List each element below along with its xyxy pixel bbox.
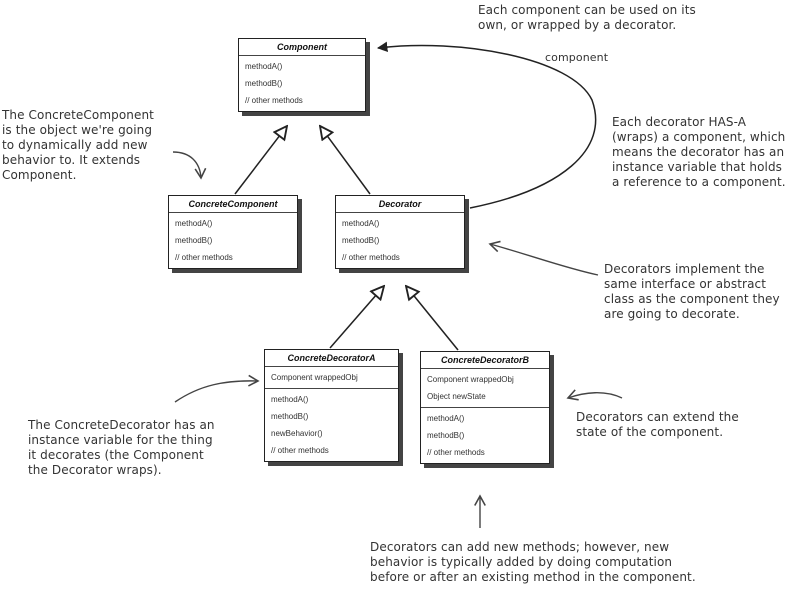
note-concretedecorator: The ConcreteDecorator has an instance va… [28, 418, 215, 477]
class-member: newBehavior() [271, 429, 323, 438]
class-section: methodA() methodB() // other methods [336, 213, 464, 268]
note-top-label: component [545, 51, 609, 64]
class-member: methodB() [175, 236, 213, 245]
inheritance-line-decorator [320, 126, 371, 195]
class-member: Component wrappedObj [427, 375, 514, 384]
class-member: // other methods [245, 96, 303, 105]
note-implement: Decorators implement the same interface … [604, 262, 780, 321]
class-concretedecoratora: ConcreteDecoratorA Component wrappedObj me… [264, 349, 399, 462]
class-component: Component methodA() methodB() // other meth… [238, 38, 366, 112]
note-extend-state: Decorators can extend the state of the c… [576, 410, 739, 439]
class-member: methodB() [245, 79, 283, 88]
class-member: methodB() [271, 412, 309, 421]
class-member: methodA() [175, 219, 213, 228]
note-pointer-implement [488, 240, 599, 276]
class-section: methodA() methodB() // other methods [169, 213, 297, 268]
class-name: Component [239, 39, 365, 56]
note-has-a: Each decorator HAS-A (wraps) a component… [612, 115, 786, 189]
class-member: // other methods [427, 448, 485, 457]
class-name: ConcreteDecoratorA [265, 350, 398, 367]
class-section: Component wrappedObj [265, 367, 398, 389]
note-pointer-concretedecorator [174, 374, 260, 403]
class-section: methodA() methodB() // other methods [421, 408, 549, 463]
inheritance-line-concretedecoratorb [406, 286, 459, 351]
class-name: ConcreteComponent [169, 196, 297, 213]
class-member: methodB() [342, 236, 380, 245]
class-section: methodA() methodB() newBehavior() // other … [265, 389, 398, 461]
class-member: // other methods [271, 446, 329, 455]
class-member: // other methods [342, 253, 400, 262]
class-member: methodB() [427, 431, 465, 440]
class-member: methodA() [427, 414, 465, 423]
class-name: ConcreteDecoratorB [421, 352, 549, 369]
class-concretecomponent: ConcreteComponent methodA() methodB() // ot… [168, 195, 298, 269]
class-member: methodA() [245, 62, 283, 71]
class-member: methodA() [342, 219, 380, 228]
inheritance-line-concretedecoratora [329, 286, 384, 349]
note-concretecomponent: The ConcreteComponent is the object we'r… [2, 108, 154, 182]
note-top: Each component can be used on its own, o… [478, 3, 696, 32]
note-bottom: Decorators can add new methods; however,… [370, 540, 696, 584]
note-pointer-extend-state [566, 389, 623, 401]
class-name: Decorator [336, 196, 464, 213]
class-section: methodA() methodB() // other methods [239, 56, 365, 111]
note-pointer-concretecomponent [172, 151, 207, 180]
class-decorator: Decorator methodA() methodB() // other meth… [335, 195, 465, 269]
has-a-association-arrow [376, 41, 597, 209]
class-member: methodA() [271, 395, 309, 404]
class-member: Object newState [427, 392, 486, 401]
class-member: Component wrappedObj [271, 373, 358, 382]
inheritance-line-concretecomponent [234, 126, 287, 195]
class-member: // other methods [175, 253, 233, 262]
